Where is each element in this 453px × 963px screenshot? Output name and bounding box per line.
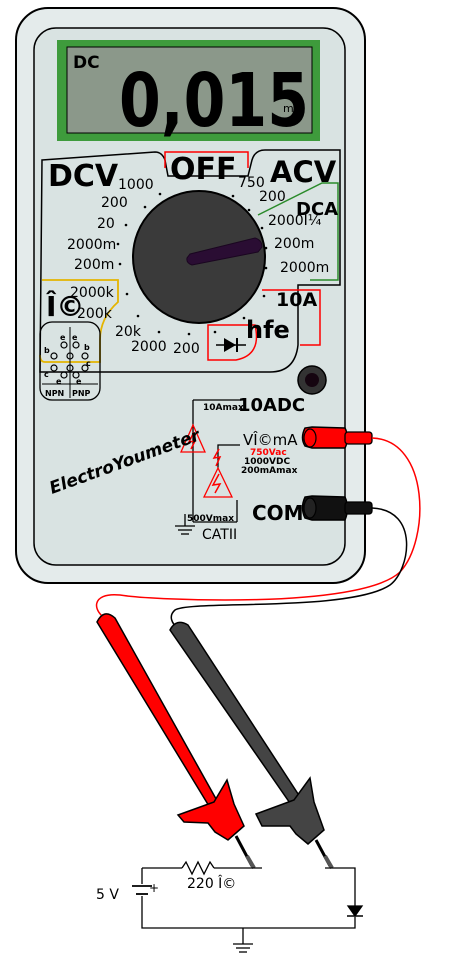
ohm-range-2000[interactable]: 2000 <box>131 339 167 355</box>
battery-plus-label: + <box>149 881 159 895</box>
warning-high-voltage-icon <box>212 448 222 467</box>
dca-range-200m[interactable]: 200m <box>274 236 314 252</box>
socket-pin-right-e2: e <box>76 377 82 386</box>
red-probe-plug[interactable] <box>301 426 373 449</box>
hfe-label[interactable]: hfe <box>246 316 290 344</box>
lcd-unit: m <box>283 102 294 115</box>
terminal-wiring <box>192 399 245 523</box>
red-probe[interactable] <box>96 613 256 870</box>
dial-panel <box>39 149 341 373</box>
limit-1000vdc: 1000VDC <box>244 457 290 467</box>
socket-pin-right-e1: e <box>72 333 78 342</box>
ten-a-outline <box>262 289 321 346</box>
warning-high-voltage-icon <box>179 423 207 453</box>
dcv-range-1000[interactable]: 1000 <box>118 177 154 193</box>
ten-adc-label: 10ADC <box>238 395 305 416</box>
dcv-range-2000m[interactable]: 2000m <box>67 237 116 253</box>
limit-200mamax: 200mAmax <box>241 466 298 476</box>
ohm-range-200k[interactable]: 200k <box>77 306 113 322</box>
ohm-range-20k[interactable]: 20k <box>115 324 142 340</box>
ten-a-max-label: 10Amax <box>203 403 244 413</box>
socket-pin-right-b: b <box>84 343 90 352</box>
black-probe-plug[interactable] <box>301 495 373 521</box>
ohm-range-2000k[interactable]: 2000k <box>70 285 115 301</box>
off-bracket <box>164 151 249 168</box>
category-label: CATII <box>202 527 237 543</box>
com-label: COM <box>252 501 304 525</box>
dcv-label: DCV <box>48 159 119 194</box>
diode-icon[interactable] <box>216 338 246 352</box>
ohm-label: Î© <box>46 289 84 323</box>
socket-pin-left-b: b <box>44 346 50 355</box>
dca-label: DCA <box>296 199 338 220</box>
dca-range-2000m[interactable]: 2000m <box>280 260 329 276</box>
dial-tick-marks <box>116 192 268 336</box>
diode-outline <box>207 324 258 361</box>
acv-range-200[interactable]: 200 <box>259 189 286 205</box>
ten-a-label[interactable]: 10A <box>276 289 317 311</box>
dcv-range-20[interactable]: 20 <box>97 216 115 232</box>
socket-pnp-label: PNP <box>72 389 91 398</box>
red-probe-cable <box>95 437 421 621</box>
black-probe-cable <box>170 507 408 629</box>
resistor-icon <box>181 860 215 876</box>
lcd-reading: 0,015 <box>119 58 309 144</box>
ohm-range-200[interactable]: 200 <box>173 341 200 357</box>
transistor-socket[interactable]: e b c e e b c e NPN PNP <box>39 321 101 401</box>
battery-label: 5 V <box>96 887 119 903</box>
lcd-screen <box>66 46 313 134</box>
dca-outline <box>257 182 339 281</box>
dcv-range-200m[interactable]: 200m <box>74 257 114 273</box>
com-limit-label: 500Vmax <box>187 514 234 524</box>
warning-high-voltage-icon <box>202 466 234 498</box>
vohm-ma-label: VÎ©mA <box>243 430 298 449</box>
limit-750vac: 750Vac <box>250 448 287 458</box>
black-probe[interactable] <box>169 621 334 870</box>
diode-component-icon <box>346 905 364 918</box>
acv-label: ACV <box>270 155 337 189</box>
lcd-mode: DC <box>73 53 100 73</box>
dcv-range-200[interactable]: 200 <box>101 195 128 211</box>
socket-pin-left-e2: e <box>56 377 62 386</box>
resistor-label: 220 Î© <box>187 874 236 892</box>
ground-icon <box>175 514 195 535</box>
socket-pin-right-c: c <box>86 359 91 368</box>
socket-pin-left-e1: e <box>60 333 66 342</box>
dca-range-2000u[interactable]: 2000Î¼ <box>268 211 322 229</box>
knob-pointer <box>186 237 263 266</box>
socket-pin-left-c: c <box>44 370 49 379</box>
ten-adc-jack-hole <box>305 373 319 387</box>
off-label[interactable]: OFF <box>170 152 237 187</box>
acv-range-750[interactable]: 750 <box>238 175 265 191</box>
socket-npn-label: NPN <box>45 389 64 398</box>
test-circuit <box>132 860 364 953</box>
